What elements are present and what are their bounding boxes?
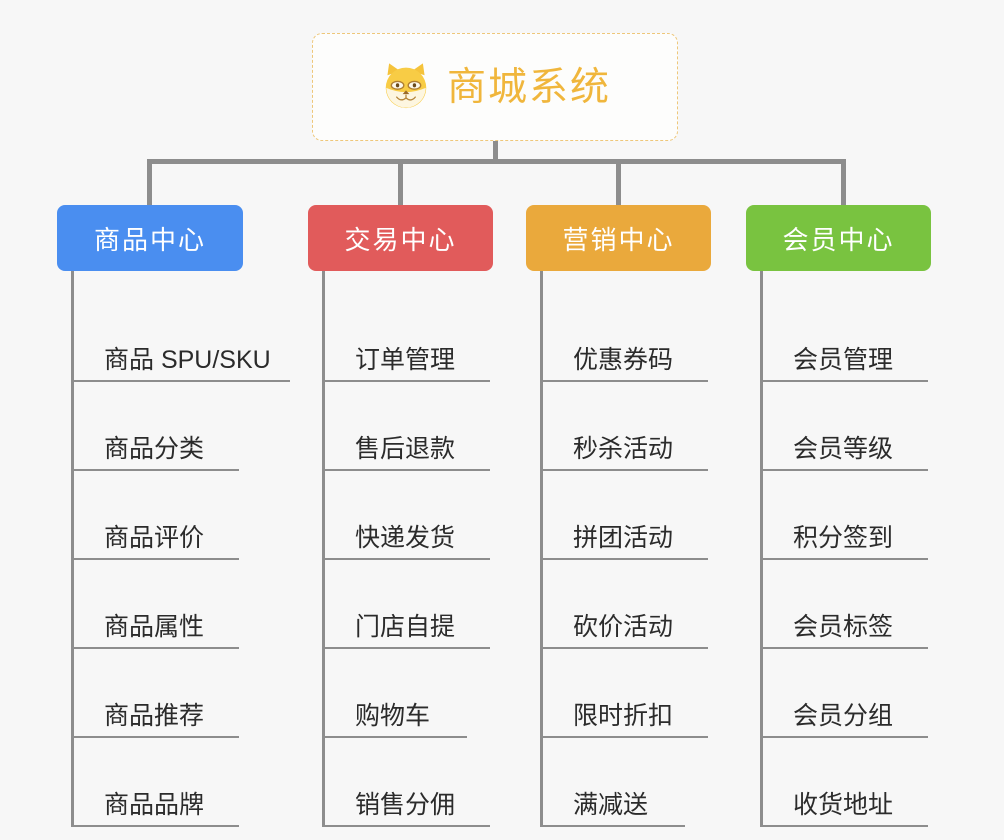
leaf-list-1: 商品 SPU/SKU 商品分类 商品评价 商品属性 商品推荐 商品品牌 <box>71 271 290 827</box>
branch-column-1: 商品中心 商品 SPU/SKU 商品分类 商品评价 商品属性 商品推荐 商品品牌 <box>57 205 290 827</box>
leaf-item[interactable]: 收货地址 <box>763 738 928 827</box>
shiba-dog-icon <box>385 63 427 109</box>
connector-drop-1 <box>147 160 152 207</box>
branch-column-3: 营销中心 优惠券码 秒杀活动 拼团活动 砍价活动 限时折扣 满减送 <box>526 205 726 827</box>
root-node[interactable]: 商城系统 <box>312 33 678 141</box>
category-box-3[interactable]: 营销中心 <box>526 205 711 271</box>
category-box-2[interactable]: 交易中心 <box>308 205 493 271</box>
branch-column-4: 会员中心 会员管理 会员等级 积分签到 会员标签 会员分组 收货地址 <box>746 205 946 827</box>
connector-horizontal-bus <box>147 159 846 164</box>
category-label-1: 商品中心 <box>93 224 206 255</box>
leaf-label: 会员管理 <box>793 345 894 374</box>
leaf-item[interactable]: 积分签到 <box>763 471 928 560</box>
leaf-item[interactable]: 会员等级 <box>763 382 928 471</box>
connector-drop-2 <box>398 160 403 207</box>
leaf-item[interactable]: 订单管理 <box>325 271 490 382</box>
connector-drop-3 <box>616 160 621 207</box>
leaf-label: 砍价活动 <box>573 612 674 641</box>
leaf-label: 会员分组 <box>793 701 894 730</box>
leaf-list-4: 会员管理 会员等级 积分签到 会员标签 会员分组 收货地址 <box>760 271 946 827</box>
leaf-item[interactable]: 满减送 <box>543 738 685 827</box>
leaf-list-3: 优惠券码 秒杀活动 拼团活动 砍价活动 限时折扣 满减送 <box>540 271 726 827</box>
leaf-item[interactable]: 购物车 <box>325 649 467 738</box>
leaf-item[interactable]: 会员管理 <box>763 271 928 382</box>
leaf-label: 优惠券码 <box>573 345 674 374</box>
leaf-label: 快递发货 <box>355 523 456 552</box>
leaf-item[interactable]: 商品推荐 <box>74 649 239 738</box>
leaf-label: 秒杀活动 <box>573 434 674 463</box>
leaf-item[interactable]: 会员分组 <box>763 649 928 738</box>
leaf-label: 商品评价 <box>104 523 205 552</box>
leaf-item[interactable]: 限时折扣 <box>543 649 708 738</box>
category-box-1[interactable]: 商品中心 <box>57 205 243 271</box>
leaf-label: 售后退款 <box>355 434 456 463</box>
leaf-item[interactable]: 秒杀活动 <box>543 382 708 471</box>
leaf-label: 限时折扣 <box>573 701 674 730</box>
connector-drop-4 <box>841 160 846 207</box>
leaf-item[interactable]: 砍价活动 <box>543 560 708 649</box>
category-label-4: 会员中心 <box>782 224 895 255</box>
leaf-item[interactable]: 售后退款 <box>325 382 490 471</box>
category-box-4[interactable]: 会员中心 <box>746 205 931 271</box>
leaf-label: 购物车 <box>355 701 431 730</box>
category-label-2: 交易中心 <box>344 224 457 255</box>
leaf-item[interactable]: 商品分类 <box>74 382 239 471</box>
leaf-item[interactable]: 会员标签 <box>763 560 928 649</box>
leaf-label: 销售分佣 <box>355 790 456 819</box>
connector-root-stem <box>493 141 498 163</box>
leaf-list-2: 订单管理 售后退款 快递发货 门店自提 购物车 销售分佣 <box>322 271 508 827</box>
category-label-3: 营销中心 <box>562 224 675 255</box>
leaf-item[interactable]: 快递发货 <box>325 471 490 560</box>
leaf-item[interactable]: 门店自提 <box>325 560 490 649</box>
leaf-label: 门店自提 <box>355 612 456 641</box>
leaf-label: 会员标签 <box>793 612 894 641</box>
branch-column-2: 交易中心 订单管理 售后退款 快递发货 门店自提 购物车 销售分佣 <box>308 205 508 827</box>
leaf-item[interactable]: 商品 SPU/SKU <box>74 271 290 382</box>
leaf-label: 满减送 <box>573 790 649 819</box>
leaf-label: 收货地址 <box>793 790 894 819</box>
leaf-label: 拼团活动 <box>573 523 674 552</box>
leaf-label: 积分签到 <box>793 523 894 552</box>
leaf-item[interactable]: 商品评价 <box>74 471 239 560</box>
leaf-item[interactable]: 拼团活动 <box>543 471 708 560</box>
root-title: 商城系统 <box>446 65 611 109</box>
leaf-label: 商品分类 <box>104 434 205 463</box>
leaf-label: 商品品牌 <box>104 790 205 819</box>
leaf-item[interactable]: 优惠券码 <box>543 271 708 382</box>
leaf-label: 商品 SPU/SKU <box>104 345 271 374</box>
leaf-item[interactable]: 商品属性 <box>74 560 239 649</box>
leaf-label: 商品属性 <box>104 612 205 641</box>
leaf-item[interactable]: 商品品牌 <box>74 738 239 827</box>
leaf-label: 订单管理 <box>355 345 456 374</box>
leaf-label: 商品推荐 <box>104 701 205 730</box>
leaf-label: 会员等级 <box>793 434 894 463</box>
leaf-item[interactable]: 销售分佣 <box>325 738 490 827</box>
